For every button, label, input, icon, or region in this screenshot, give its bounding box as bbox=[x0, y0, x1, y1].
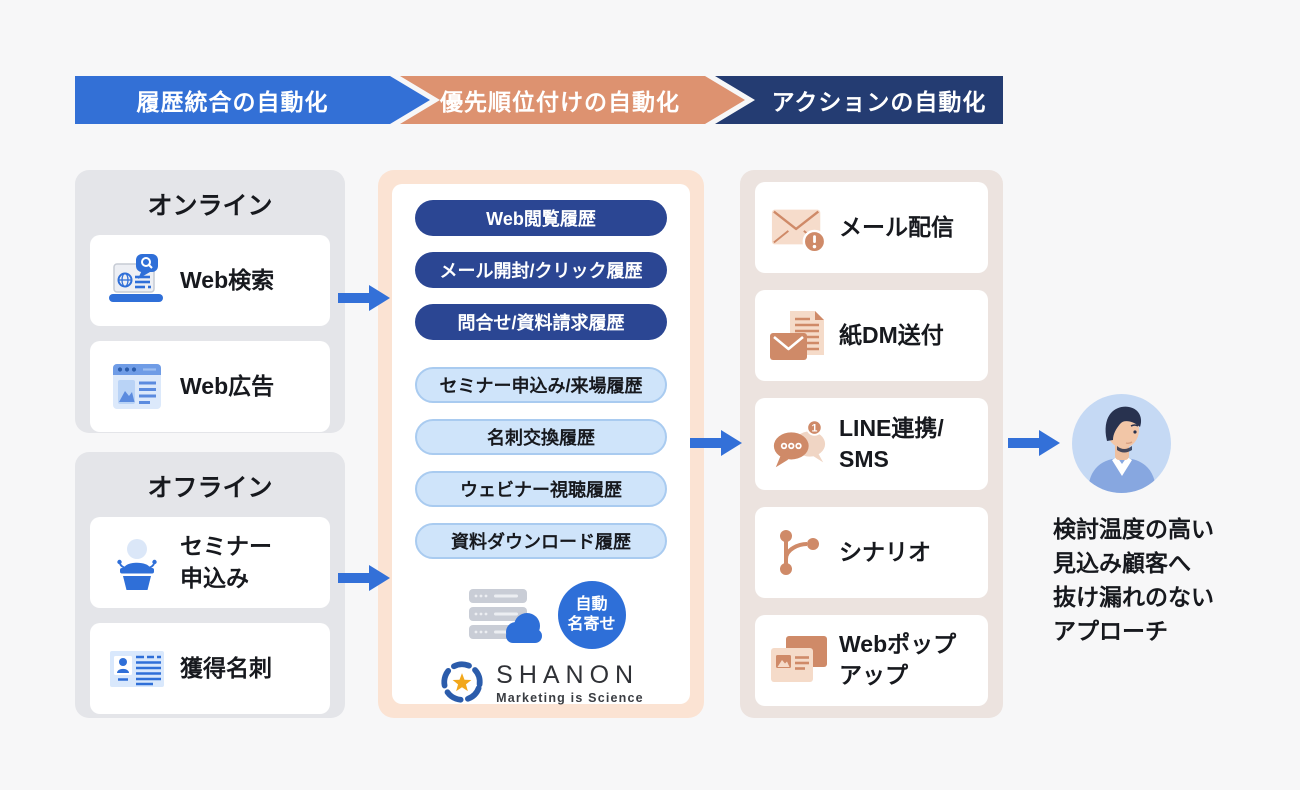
step-prioritization: 優先順位付けの自動化 bbox=[400, 76, 745, 124]
history-pill: Web閲覧履歴 bbox=[415, 200, 667, 236]
shanon-logo: SHANON Marketing is Science bbox=[438, 657, 644, 710]
action-label: メール配信 bbox=[839, 214, 954, 241]
line-sms-icon: 1 bbox=[770, 418, 828, 470]
logo-tagline: Marketing is Science bbox=[496, 690, 644, 705]
web-search-icon bbox=[106, 253, 168, 308]
action-label: シナリオ bbox=[839, 538, 931, 565]
shanon-logo-mark-icon bbox=[438, 657, 486, 710]
source-card-business-card: 獲得名刺 bbox=[90, 623, 330, 714]
mail-delivery-icon bbox=[770, 201, 828, 255]
auto-merge-badge: 自動 名寄せ bbox=[557, 581, 626, 649]
logo-name: SHANON bbox=[496, 660, 640, 689]
history-pill: セミナー申込み/来場履歴 bbox=[415, 367, 667, 403]
online-sources-box: オンライン Web検索 bbox=[75, 170, 345, 433]
web-popup-icon bbox=[770, 634, 828, 686]
step-history-integration: 履歴統合の自動化 bbox=[75, 76, 430, 124]
action-card-web-popup: Webポップ アップ bbox=[755, 614, 988, 707]
action-label: 紙DM送付 bbox=[839, 322, 944, 349]
source-card-web-search: Web検索 bbox=[90, 235, 330, 326]
arrow-offline-to-history-icon bbox=[338, 565, 390, 591]
source-label: Web検索 bbox=[180, 266, 275, 293]
seminar-entry-icon bbox=[106, 536, 168, 590]
action-card-mail: メール配信 bbox=[755, 182, 988, 274]
source-label: 獲得名刺 bbox=[180, 654, 272, 681]
badge-count: 1 bbox=[812, 422, 818, 434]
offline-title: オフライン bbox=[147, 474, 273, 502]
actions-box: メール配信 紙DM送付 bbox=[740, 170, 1003, 718]
history-pill: 資料ダウンロード履歴 bbox=[415, 523, 667, 559]
paper-dm-icon bbox=[770, 309, 828, 363]
history-integration-box: Web閲覧履歴 メール開封/クリック履歴 問合せ/資料請求履歴 セミナー申込み/… bbox=[378, 170, 704, 718]
action-label: LINE連携/ SMS bbox=[839, 414, 944, 472]
step-label: 優先順位付けの自動化 bbox=[440, 89, 680, 115]
source-card-seminar: セミナー 申込み bbox=[90, 517, 330, 608]
arrow-history-to-actions-icon bbox=[690, 430, 742, 456]
step-action: アクションの自動化 bbox=[715, 76, 1003, 124]
customer-avatar bbox=[1072, 394, 1171, 493]
step-label: アクションの自動化 bbox=[771, 89, 987, 115]
action-label: Webポップ アップ bbox=[839, 631, 957, 689]
history-pill: ウェビナー視聴履歴 bbox=[415, 471, 667, 507]
history-integration-inner: Web閲覧履歴 メール開封/クリック履歴 問合せ/資料請求履歴 セミナー申込み/… bbox=[392, 184, 690, 705]
web-ad-icon bbox=[106, 362, 168, 412]
scenario-icon bbox=[770, 526, 828, 578]
action-card-paper-dm: 紙DM送付 bbox=[755, 290, 988, 382]
action-card-scenario: シナリオ bbox=[755, 506, 988, 598]
arrow-actions-to-customer-icon bbox=[1008, 430, 1060, 456]
source-card-web-ad: Web広告 bbox=[90, 341, 330, 432]
online-title: オンライン bbox=[147, 192, 273, 220]
business-card-icon bbox=[106, 646, 168, 692]
action-card-line-sms: 1 LINE連携/ SMS bbox=[755, 398, 988, 490]
step-label: 履歴統合の自動化 bbox=[136, 89, 329, 115]
arrow-online-to-history-icon bbox=[338, 285, 390, 311]
result-text: 検討温度の高い 見込み顧客へ 抜け漏れのない アプローチ bbox=[1053, 516, 1214, 644]
history-pill: 名刺交換履歴 bbox=[415, 419, 667, 455]
server-cloud-icon bbox=[457, 583, 545, 648]
history-pill: 問合せ/資料請求履歴 bbox=[415, 304, 667, 340]
history-pill: メール開封/クリック履歴 bbox=[415, 252, 667, 288]
source-label: セミナー 申込み bbox=[180, 533, 272, 591]
source-label: Web広告 bbox=[180, 372, 275, 399]
data-merge-row: 自動 名寄せ bbox=[457, 581, 626, 649]
process-step-banner: 履歴統合の自動化 優先順位付けの自動化 アクションの自動化 bbox=[75, 76, 1003, 124]
offline-sources-box: オフライン セミナー 申込み bbox=[75, 452, 345, 718]
